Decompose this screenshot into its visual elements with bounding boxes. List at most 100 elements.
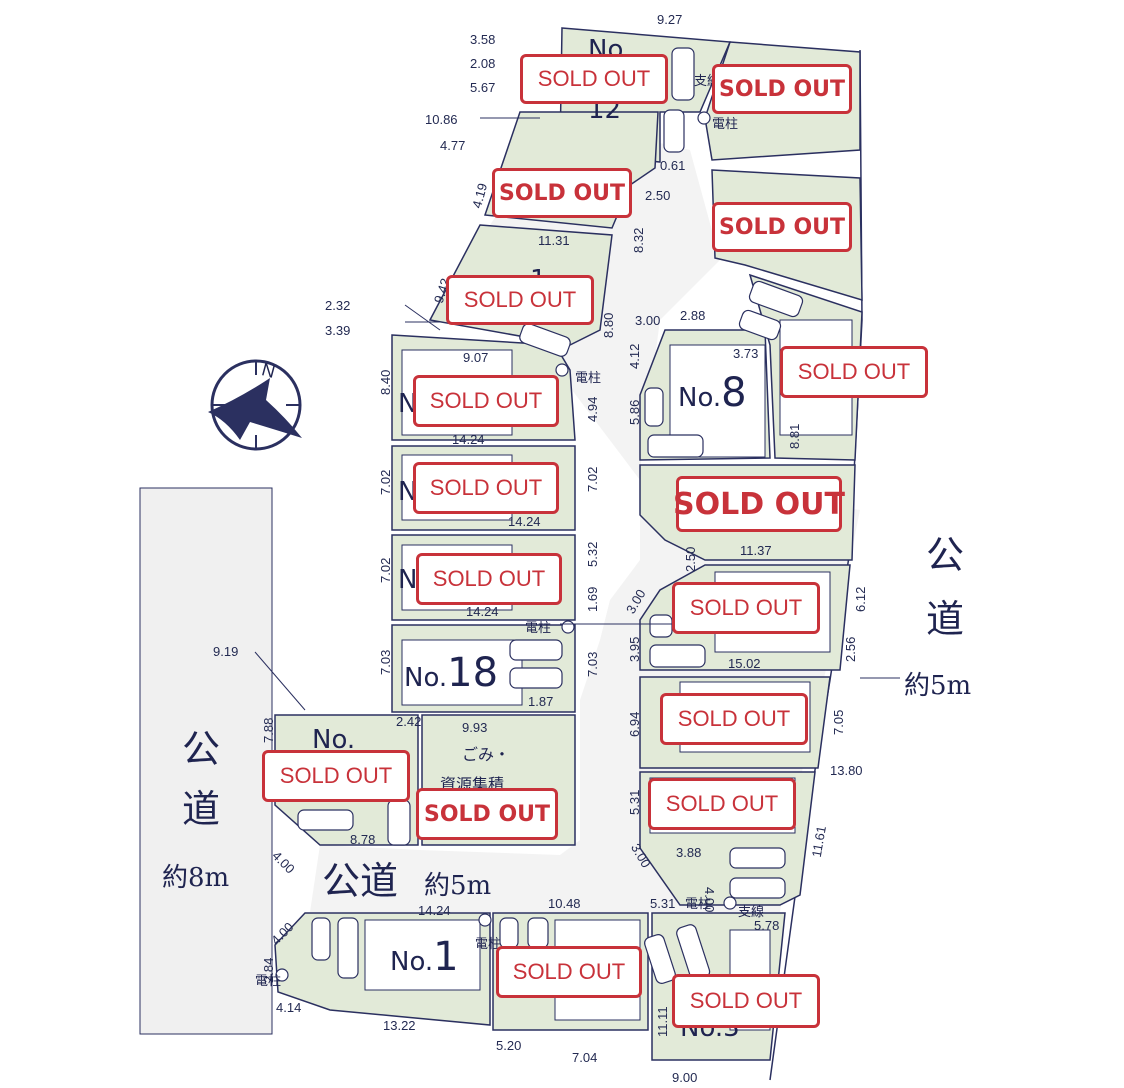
sold-out-badge-lot-2: SOLD OUT [496,946,642,998]
svg-text:5.67: 5.67 [470,80,495,95]
svg-text:7.04: 7.04 [572,1050,597,1065]
garbage-point-label-1: ごみ・ [462,745,510,764]
svg-text:4.19: 4.19 [469,181,490,209]
svg-text:2.88: 2.88 [680,308,705,323]
svg-text:8.81: 8.81 [787,424,802,449]
svg-text:7.05: 7.05 [831,710,846,735]
sold-out-badge-lot-5: SOLD OUT [660,693,808,745]
svg-text:3.39: 3.39 [325,323,350,338]
svg-text:13.22: 13.22 [383,1018,416,1033]
dimension-labels: 9.27 3.58 2.08 5.67 10.86 4.77 4.19 11.3… [213,12,868,1085]
lot-18-label: No.18 [404,650,498,696]
svg-text:1.69: 1.69 [585,587,600,612]
svg-text:4.94: 4.94 [585,397,600,422]
sold-out-badge-lot-6: SOLD OUT [672,582,820,634]
east-road-label-2: 道 [926,597,964,641]
svg-text:7.88: 7.88 [261,718,276,743]
svg-text:2.42: 2.42 [396,714,421,729]
svg-text:5.31: 5.31 [627,790,642,815]
svg-text:1.87: 1.87 [528,694,553,709]
svg-text:5.86: 5.86 [627,400,642,425]
svg-text:支線: 支線 [738,904,764,920]
svg-text:7.02: 7.02 [378,470,393,495]
svg-text:8.78: 8.78 [350,832,375,847]
east-road-width: 約5m [904,671,971,701]
svg-text:10.48: 10.48 [548,896,581,911]
svg-text:2.84: 2.84 [261,958,276,983]
sold-out-badge-lot-13: SOLD OUT [492,168,632,218]
sold-out-badge-lot-17: SOLD OUT [413,375,559,427]
sold-out-badge-lot-20: SOLD OUT [262,750,410,802]
svg-text:8.40: 8.40 [378,370,393,395]
svg-text:4.14: 4.14 [276,1000,301,1015]
svg-text:14.24: 14.24 [466,604,499,619]
svg-text:9.19: 9.19 [213,644,238,659]
svg-text:9.27: 9.27 [657,12,682,27]
parking-spaces [297,47,804,984]
svg-text:7.03: 7.03 [378,650,393,675]
svg-text:5.32: 5.32 [585,542,600,567]
svg-text:9.07: 9.07 [463,350,488,365]
compass-north-icon: N [208,359,302,451]
sold-out-badge-lot-4: SOLD OUT [648,778,796,830]
sold-out-badge-lot-3: SOLD OUT [672,974,820,1028]
svg-text:14.24: 14.24 [508,514,541,529]
svg-text:3.88: 3.88 [676,845,701,860]
svg-text:電柱: 電柱 [475,937,501,952]
svg-text:8.80: 8.80 [601,313,616,338]
svg-text:4.12: 4.12 [627,344,642,369]
svg-text:9.00: 9.00 [672,1070,697,1085]
svg-text:13.80: 13.80 [830,763,863,778]
west-road [139,487,273,1035]
sold-out-badge-lot-12: SOLD OUT [520,54,668,104]
svg-text:6.94: 6.94 [627,712,642,737]
sold-out-badge-lot-16: SOLD OUT [413,462,559,514]
sold-out-badge-lot-7: SOLD OUT [673,476,845,532]
south-road-label: 公道 [322,859,398,903]
svg-text:2.50: 2.50 [645,188,670,203]
sold-out-badge-lot-19: SOLD OUT [416,788,558,840]
svg-text:3.73: 3.73 [733,346,758,361]
east-road-label-1: 公 [926,533,964,577]
svg-text:14.24: 14.24 [452,432,485,447]
svg-text:3.58: 3.58 [470,32,495,47]
svg-text:10.86: 10.86 [425,112,458,127]
svg-text:5.20: 5.20 [496,1038,521,1053]
svg-text:8.32: 8.32 [631,228,646,253]
svg-text:7.02: 7.02 [378,558,393,583]
lot-8-label: No.8 [678,370,747,416]
svg-text:7.03: 7.03 [585,652,600,677]
lot-1-label: No.1 [390,934,459,980]
svg-text:0.61: 0.61 [660,158,685,173]
svg-text:9.93: 9.93 [462,720,487,735]
sold-out-badge-lot-14: SOLD OUT [446,275,594,325]
svg-text:5.31: 5.31 [650,896,675,911]
svg-text:電柱: 電柱 [685,897,711,912]
svg-text:2.08: 2.08 [470,56,495,71]
svg-text:電柱: 電柱 [575,371,601,386]
svg-text:15.02: 15.02 [728,656,761,671]
svg-text:2.50: 2.50 [683,547,698,572]
svg-text:7.02: 7.02 [585,467,600,492]
west-road-label-1: 公 [182,727,220,771]
svg-text:11.61: 11.61 [809,825,829,859]
sold-out-badge-lot-9: SOLD OUT [780,346,928,398]
svg-text:電柱: 電柱 [712,117,738,132]
svg-text:3.95: 3.95 [627,637,642,662]
svg-text:11.11: 11.11 [655,1006,670,1037]
sold-out-badge-lot-10: SOLD OUT [712,202,852,252]
svg-text:5.78: 5.78 [754,918,779,933]
svg-text:電柱: 電柱 [255,974,281,989]
svg-text:2.56: 2.56 [843,637,858,662]
svg-text:14.24: 14.24 [418,903,451,918]
svg-text:4.00: 4.00 [702,887,717,912]
sold-out-badge-lot-11: SOLD OUT [712,64,852,114]
svg-text:4.77: 4.77 [440,138,465,153]
svg-text:3.00: 3.00 [635,313,660,328]
sold-out-badge-lot-15: SOLD OUT [416,553,562,605]
south-road-width: 約5m [424,871,491,901]
svg-text:11.31: 11.31 [538,233,570,248]
west-road-label-2: 道 [182,787,220,831]
svg-text:6.12: 6.12 [853,587,868,612]
